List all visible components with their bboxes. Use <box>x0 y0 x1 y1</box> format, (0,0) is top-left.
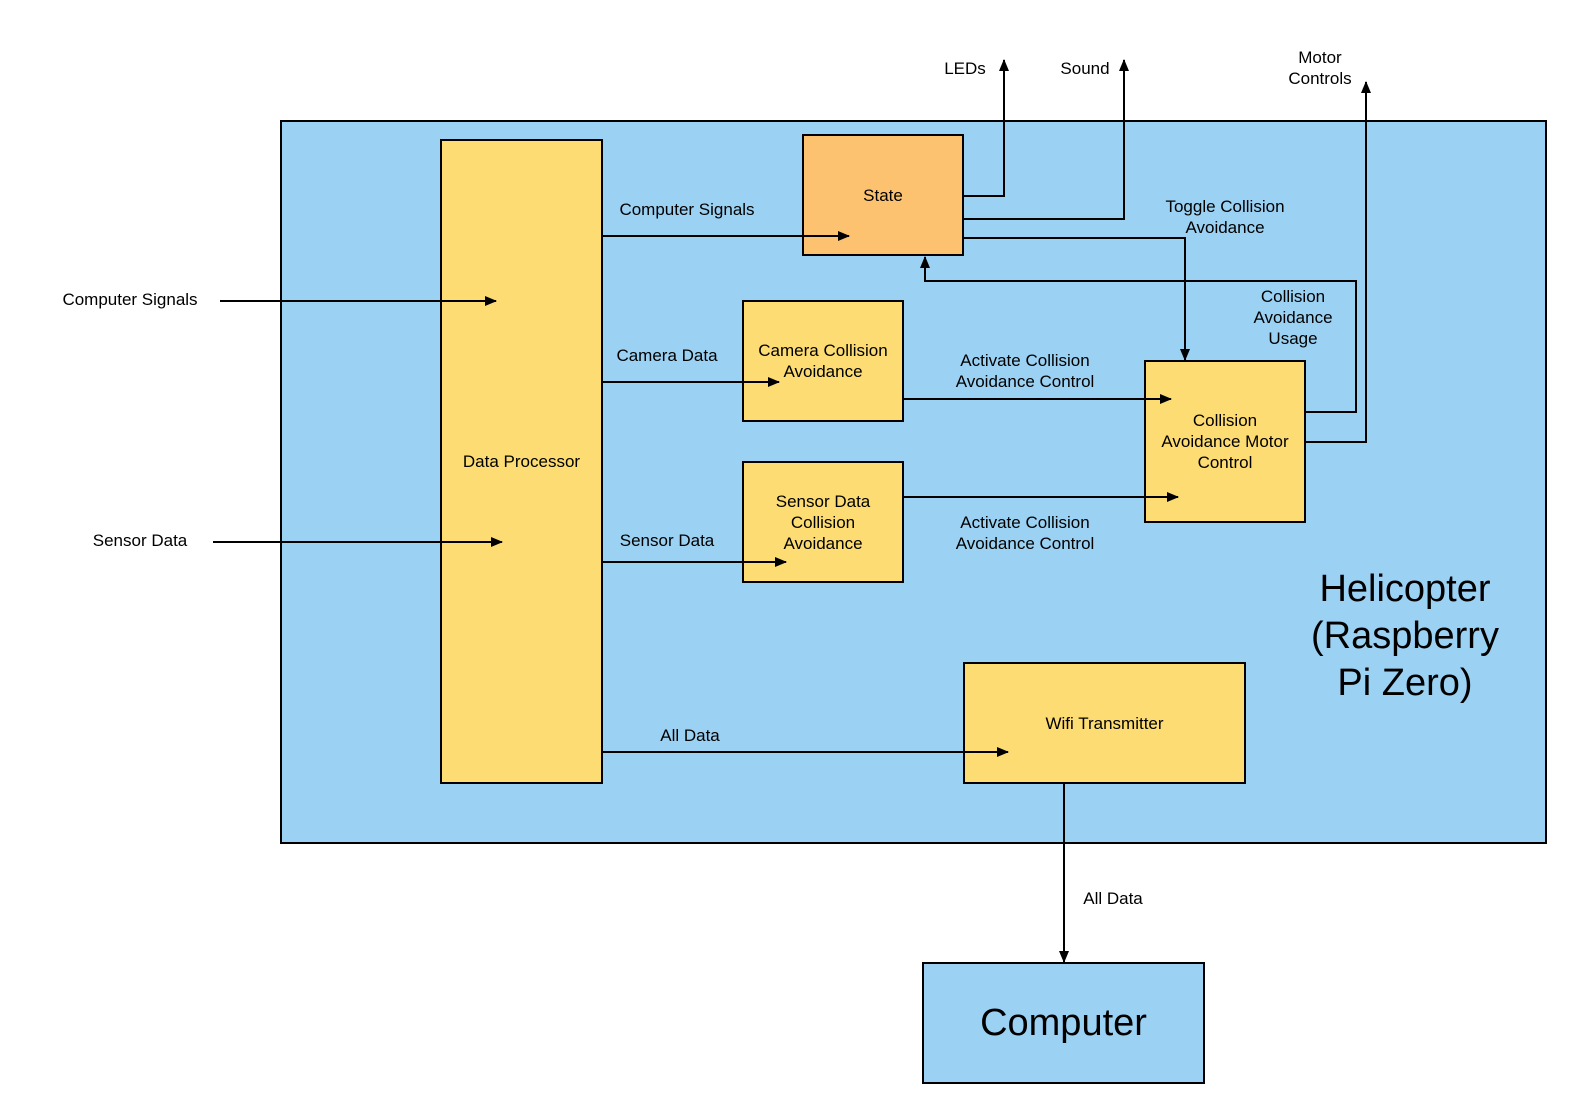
edge-label-camera-motor: Activate Collision Avoidance Control <box>955 351 1095 391</box>
wifi-transmitter-label: Wifi Transmitter <box>1045 713 1164 733</box>
edge-label-dp-camera: Camera Data <box>616 346 718 365</box>
helicopter-label: Helicopter (Raspberry Pi Zero) <box>1311 567 1499 704</box>
edge-label-dp-state: Computer Signals <box>619 200 755 219</box>
arrow-state-leds <box>963 59 1009 197</box>
edge-label-wifi-computer: All Data <box>1083 889 1143 908</box>
edge-label-dp-wifi: All Data <box>660 726 720 745</box>
edge-label-ext-sensor-data: Sensor Data <box>92 531 188 550</box>
arrow-state-motor <box>963 237 1190 361</box>
collision-motor-label: Collision Avoidance Motor Control <box>1161 411 1289 472</box>
edge-label-sensor-motor: Activate Collision Avoidance Control <box>955 513 1095 553</box>
edge-label-state-motor: Toggle Collision Avoidance <box>1165 197 1285 237</box>
edge-label-motor-state: Collision Avoidance Usage <box>1253 287 1333 348</box>
wifi-transmitter-block <box>963 662 1246 784</box>
data-processor-block <box>440 139 603 784</box>
arrow-motor-controls <box>1305 81 1371 443</box>
computer-container <box>922 962 1205 1084</box>
state-label: State <box>863 185 903 205</box>
computer-label: Computer <box>980 1001 1147 1044</box>
edge-label-dp-sensor: Sensor Data <box>619 531 715 550</box>
edge-label-motor-controls: Motor Controls <box>1288 48 1352 88</box>
edge-label-sound: Sound <box>1060 59 1110 78</box>
sensor-collision-label: Sensor Data Collision Avoidance <box>775 491 871 553</box>
data-processor-label: Data Processor <box>462 452 581 471</box>
edge-label-ext-computer-signals: Computer Signals <box>62 290 198 309</box>
camera-collision-block <box>742 300 904 422</box>
edge-label-leds: LEDs <box>944 59 986 78</box>
arrow-motor-state <box>920 256 1357 413</box>
arrow-state-sound <box>963 59 1129 220</box>
camera-collision-label: Camera Collision Avoidance <box>758 341 888 381</box>
